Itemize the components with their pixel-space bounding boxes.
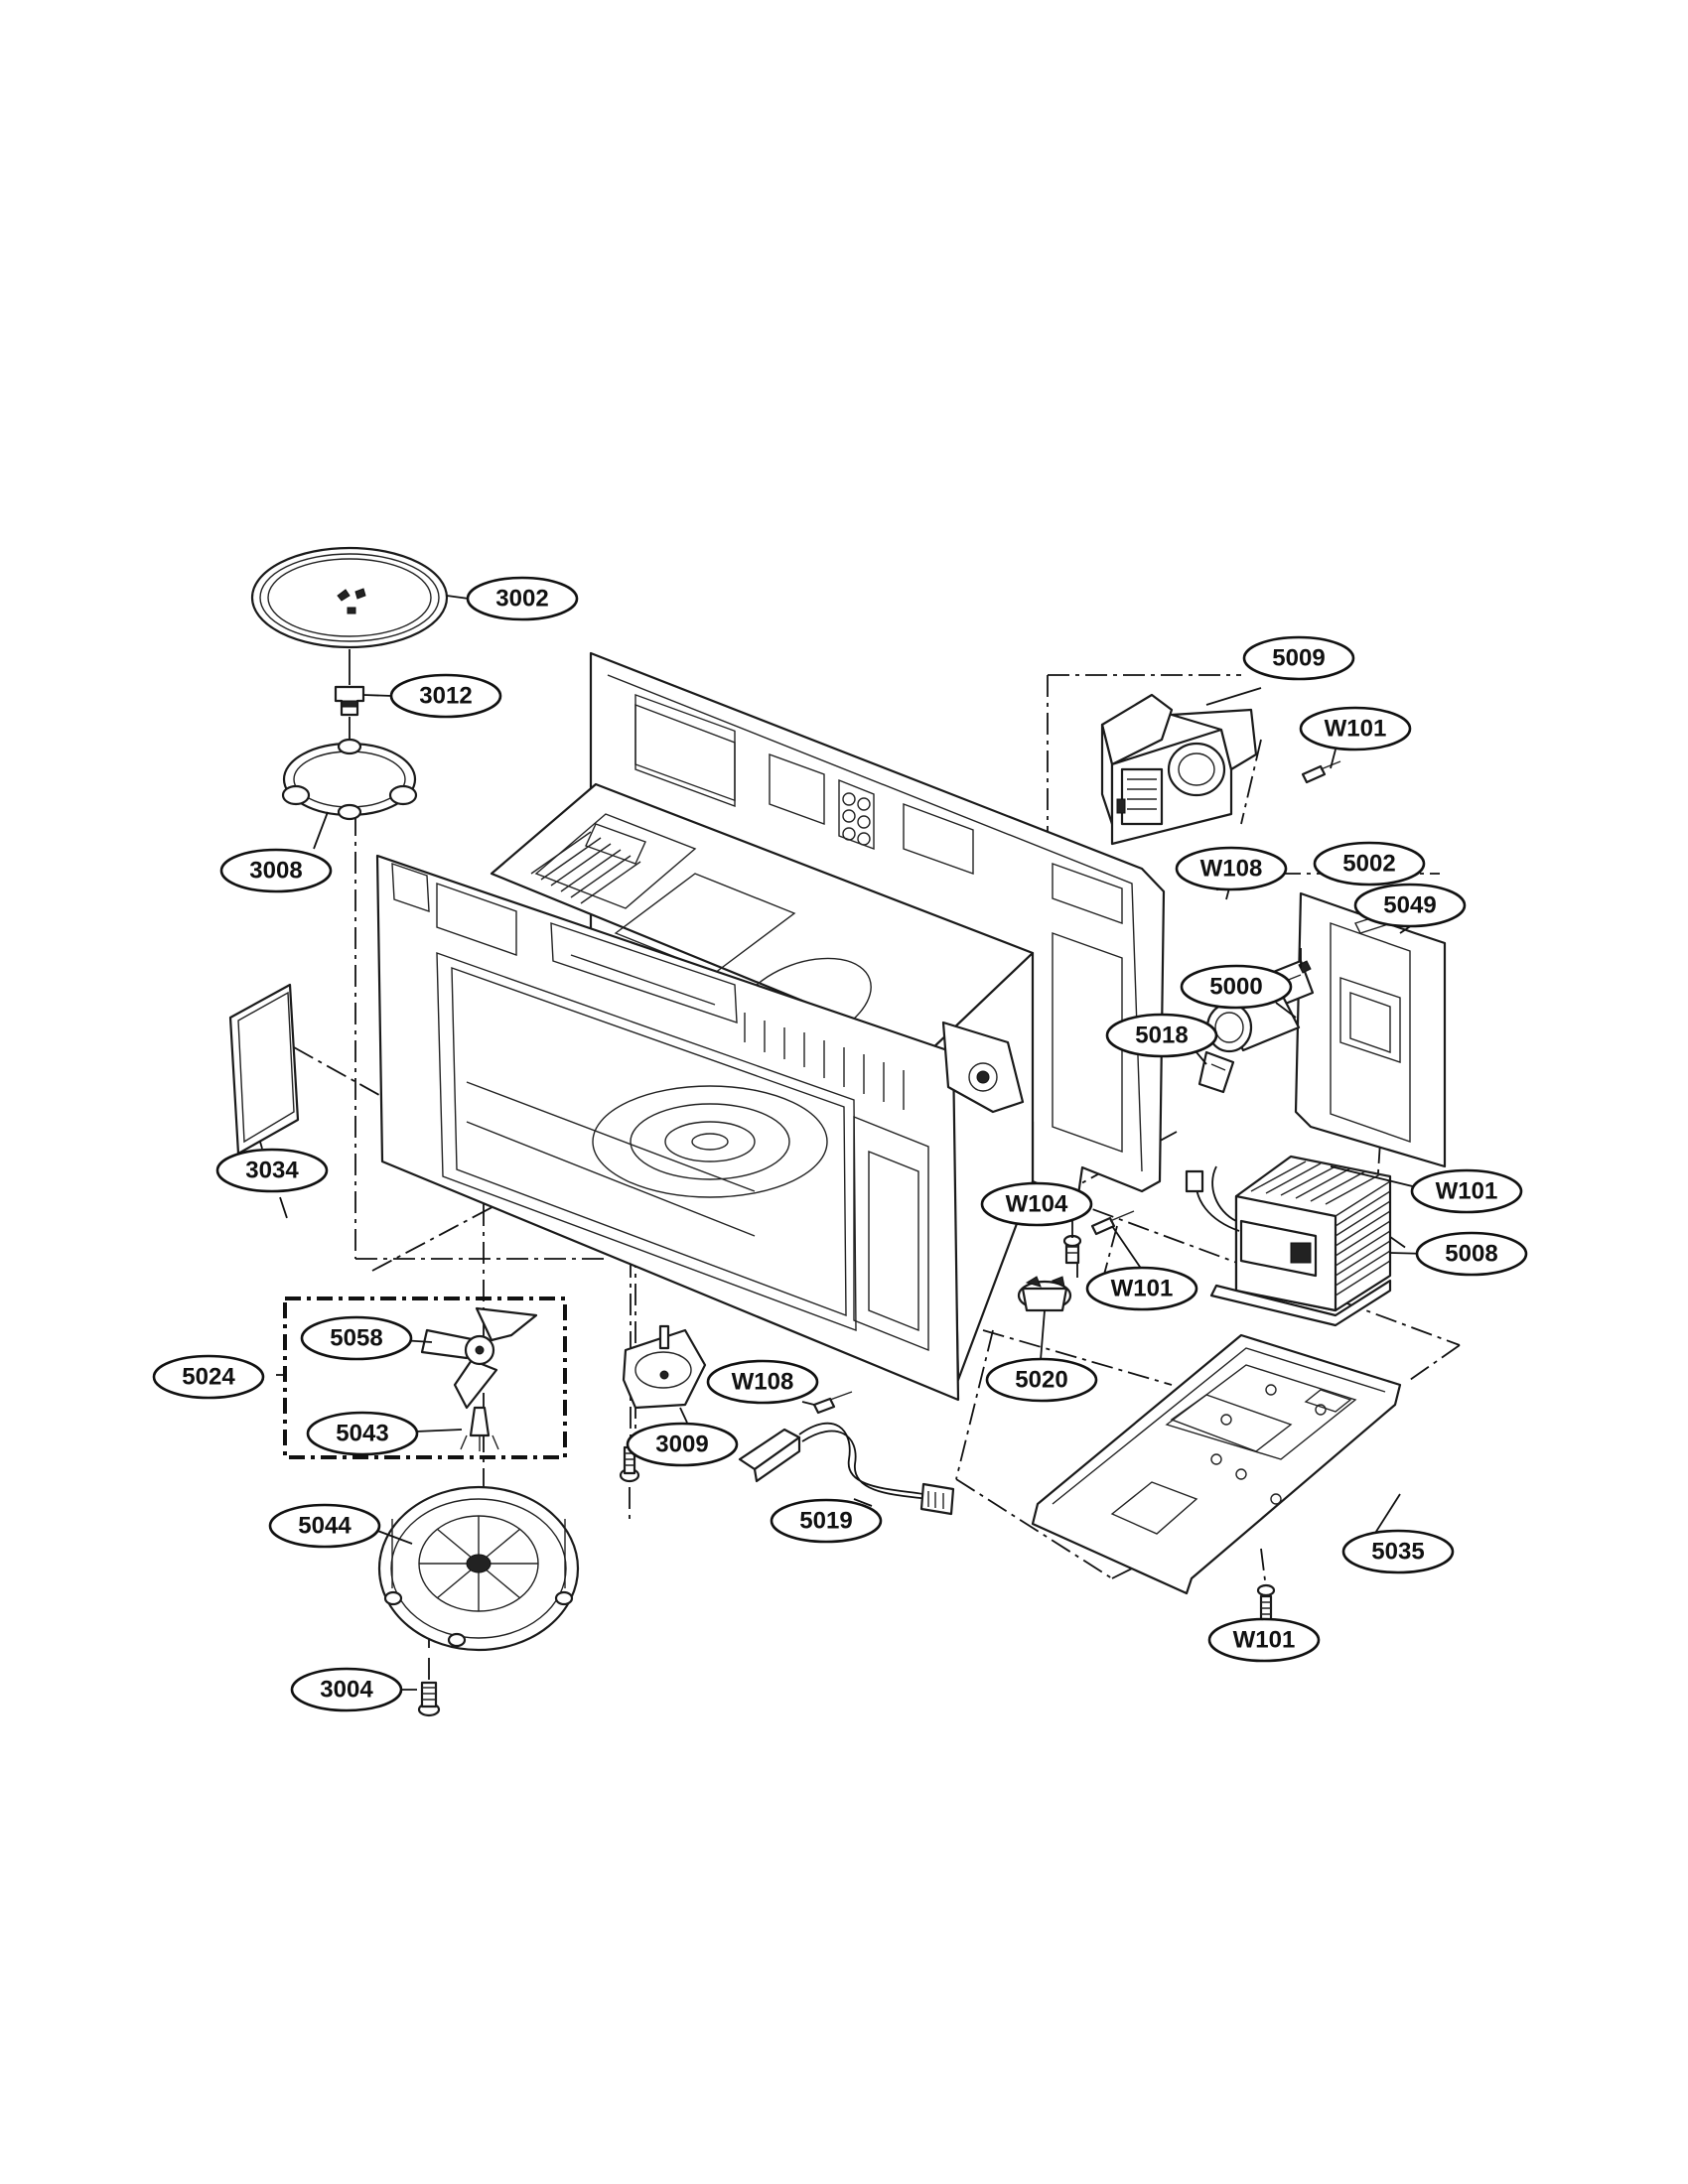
roller-ring [281,738,418,821]
callout-5018: 5018 [1105,1013,1218,1058]
callout-3008-label: 3008 [249,858,302,885]
magnetron [1100,693,1258,846]
thermal-cutout [1017,1276,1072,1312]
mounting-bracket [1294,891,1447,1168]
callout-w101-base-label: W101 [1233,1627,1296,1654]
capacitor-bracket [1197,1050,1235,1094]
callout-5043-label: 5043 [336,1421,388,1447]
callout-5049-label: 5049 [1383,892,1436,919]
callout-w101-base: W101 [1207,1617,1321,1663]
screw-w101-transformer [1090,1210,1135,1236]
waveguide-cover [228,983,300,1156]
callout-3008: 3008 [219,848,333,893]
fan-assembly-group [283,1297,567,1459]
callout-3004-label: 3004 [320,1677,373,1704]
turntable-coupler [334,649,365,740]
screw-w104 [1062,1234,1082,1265]
callout-3012: 3012 [389,673,502,719]
callout-5002-label: 5002 [1342,851,1395,878]
screw-w101-magnetron [1301,760,1341,784]
fan-blade [420,1306,538,1410]
callout-5058: 5058 [300,1315,413,1361]
callout-w104-label: W104 [1006,1191,1068,1218]
callout-5020: 5020 [985,1357,1098,1403]
callout-3002-label: 3002 [495,586,548,613]
callout-w101-magnetron: W101 [1299,706,1412,751]
screw-w108-lower [812,1391,853,1415]
callout-w104: W104 [980,1181,1093,1227]
oven-cavity-body [375,651,1166,1402]
callout-w108-lower-label: W108 [732,1369,794,1396]
callout-3002: 3002 [466,576,579,621]
callout-5019: 5019 [770,1498,883,1544]
callout-w101-middle-label: W101 [1111,1276,1174,1302]
callout-5009-label: 5009 [1272,645,1325,672]
callout-w108-lower: W108 [706,1359,819,1405]
fan-motor-housing [377,1485,580,1652]
callout-w101-magnetron-label: W101 [1325,716,1387,743]
thermistor-wire-harness [738,1422,955,1516]
callout-5044-label: 5044 [298,1513,352,1540]
turntable-motor-bolt [417,1681,441,1717]
callout-5018-label: 5018 [1135,1023,1188,1049]
callout-3034-label: 3034 [245,1158,299,1184]
callout-5008-label: 5008 [1445,1241,1497,1268]
callout-w108-upper-label: W108 [1200,856,1263,883]
callout-5000-label: 5000 [1209,974,1262,1001]
hv-transformer [1185,1155,1392,1327]
callout-3012-label: 3012 [419,683,472,710]
callout-w101-transformer-label: W101 [1436,1178,1498,1205]
callout-5058-label: 5058 [330,1325,382,1352]
callout-5000: 5000 [1180,964,1293,1010]
callout-5044: 5044 [268,1503,381,1549]
callout-3034: 3034 [215,1148,329,1193]
callout-5008: 5008 [1415,1231,1528,1277]
callout-w101-middle: W101 [1085,1266,1198,1311]
turntable-motor [622,1324,707,1410]
callout-5035-label: 5035 [1371,1539,1424,1566]
base-plate [1031,1333,1402,1595]
callout-5024-label: 5024 [182,1364,235,1391]
callout-5009: 5009 [1242,635,1355,681]
callout-5020-label: 5020 [1015,1367,1067,1394]
callout-3009-label: 3009 [655,1432,708,1458]
callout-w108-upper: W108 [1175,846,1288,891]
callout-5024: 5024 [152,1354,265,1400]
fan-shaft [460,1406,499,1451]
callout-w101-transformer: W101 [1410,1168,1523,1214]
callout-5049: 5049 [1353,883,1467,928]
callout-5019-label: 5019 [799,1508,852,1535]
callout-5043: 5043 [306,1411,419,1456]
callout-3004: 3004 [290,1667,403,1712]
callout-3009: 3009 [626,1422,739,1467]
callout-5035: 5035 [1341,1529,1455,1574]
callout-5002: 5002 [1313,841,1426,887]
turntable-glass-tray [250,546,449,649]
screw-w101-base [1256,1583,1276,1622]
